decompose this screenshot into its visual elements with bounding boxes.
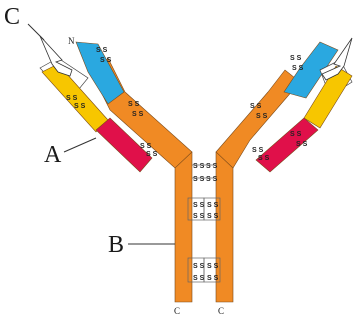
leader-C [27, 23, 45, 41]
disulfide-label: S S [146, 151, 158, 158]
disulfide-label: S S [207, 202, 219, 209]
disulfide-label: S S [193, 163, 205, 170]
left-heavy-variable [75, 41, 125, 105]
label-B: B [108, 232, 124, 258]
label-A: A [44, 142, 62, 168]
left-light-constant-red [95, 117, 153, 173]
disulfide-label: S S [207, 263, 219, 270]
arm-disulfide-bridges: S S S S S S S S S S S S S S S S S S S S … [66, 47, 308, 162]
disulfide-label: S S [193, 202, 205, 209]
disulfide-label: S S [193, 176, 205, 183]
leader-A [63, 137, 97, 153]
disulfide-label: S S [74, 103, 86, 110]
right-light-constant-red [255, 117, 319, 173]
disulfide-label: S S [66, 95, 78, 102]
disulfide-label: S S [206, 176, 218, 183]
disulfide-label: S S [250, 103, 262, 110]
stem-disulfide-bridges: S S S S S S S S S S S S S S S S [187, 197, 221, 283]
right-binding-site [321, 37, 353, 81]
label-C-terminus-left: C [174, 306, 180, 316]
right-heavy-arm [215, 69, 301, 169]
disulfide-label: S S [290, 55, 302, 62]
label-C-terminus-right: C [218, 306, 224, 316]
disulfide-label: S S [296, 141, 308, 148]
disulfide-label: S S [193, 213, 205, 220]
disulfide-label: S S [128, 101, 140, 108]
disulfide-label: S S [252, 147, 264, 154]
disulfide-label: S S [132, 111, 144, 118]
label-C: C [4, 4, 20, 30]
disulfide-label: S S [193, 275, 205, 282]
disulfide-label: S S [207, 213, 219, 220]
hinge-disulfide-bridges: S S S S S S S S [192, 163, 218, 183]
right-heavy-variable [283, 41, 339, 99]
label-N-terminus: N [68, 36, 75, 46]
disulfide-label: S S [96, 47, 108, 54]
left-heavy-chain [174, 151, 193, 303]
disulfide-label: S S [206, 163, 218, 170]
disulfide-label: S S [292, 65, 304, 72]
right-light-constant [303, 65, 353, 129]
left-binding-site [39, 35, 73, 77]
disulfide-label: S S [258, 155, 270, 162]
disulfide-label: S S [140, 143, 152, 150]
disulfide-label: S S [193, 263, 205, 270]
right-heavy-chain [215, 151, 234, 303]
disulfide-label: S S [100, 57, 112, 64]
disulfide-label: S S [207, 275, 219, 282]
disulfide-label: S S [256, 113, 268, 120]
disulfide-label: S S [290, 131, 302, 138]
